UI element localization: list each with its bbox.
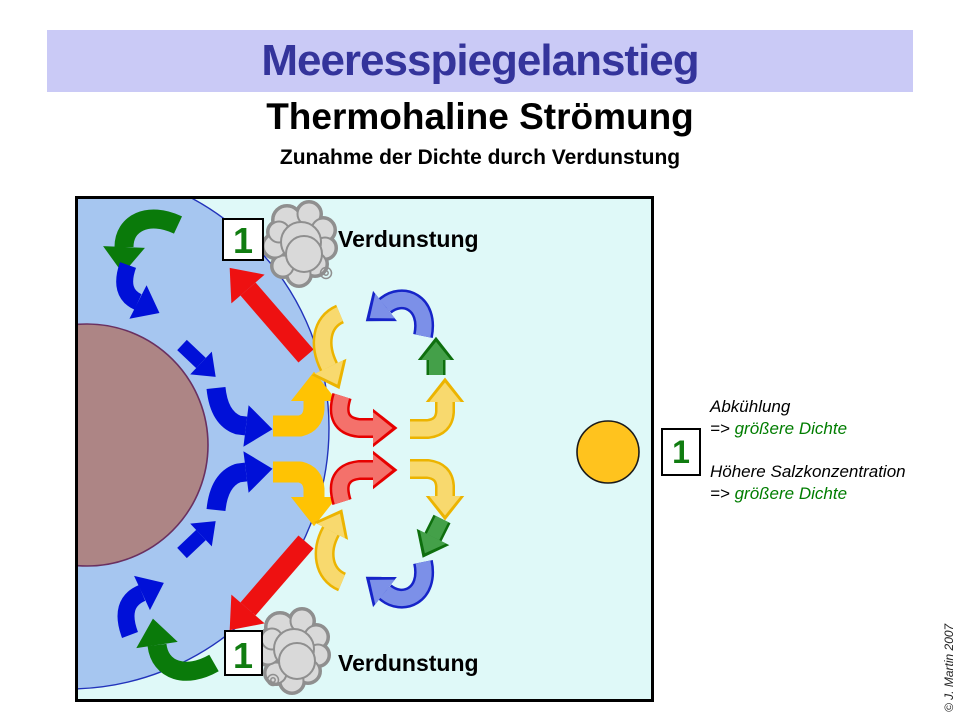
sun-icon: [576, 420, 640, 484]
blue-hook-arrow-top: [116, 262, 160, 319]
legend-item-effect-line: => größere Dichte: [710, 419, 848, 438]
green-hook-arrow-bottom: [136, 618, 219, 681]
svg-text:1: 1: [233, 635, 253, 676]
marker-box-top: 1: [222, 218, 264, 261]
blue-elbow-arrow-top: [206, 386, 273, 447]
loop-yellow-right-arrow-upper: [410, 377, 465, 439]
evaporation-cloud-icon-top: [261, 200, 338, 288]
yellow-elbow-arrow-bottom: [273, 461, 338, 527]
banner: Meeresspiegelanstieg: [47, 30, 913, 92]
blue-hook-arrow-bottom: [117, 575, 164, 638]
thermohaline-diagram: 1 1 Verdunstung Verdunstung: [75, 196, 654, 702]
copyright-note: © J. Martin 2007: [942, 623, 956, 712]
loop-yellow-left-arrow-lower: [313, 509, 349, 592]
loop-green-arrow-upper: [417, 336, 455, 375]
legend-item-title: Abkühlung: [710, 397, 791, 416]
legend-item-salt: Höhere Salzkonzentration => größere Dich…: [710, 461, 950, 505]
marker-digit-right: 1: [672, 433, 690, 470]
evaporation-label-bottom: Verdunstung: [338, 650, 479, 676]
evaporation-cloud-icon-bottom: [254, 607, 331, 695]
legend: Abkühlung => größere Dichte Höhere Salzk…: [710, 396, 950, 526]
marker-box-bottom: 1: [224, 630, 263, 676]
legend-item-title: Höhere Salzkonzentration: [710, 462, 906, 481]
page-title: Meeresspiegelanstieg: [261, 36, 699, 85]
slide-subtitle: Thermohaline Strömung: [266, 96, 694, 137]
loop-red-arrow-upper: [329, 393, 398, 448]
legend-item-cooling: Abkühlung => größere Dichte: [710, 396, 950, 440]
marker-box-right: 1: [661, 428, 701, 476]
slide-caption: Zunahme der Dichte durch Verdunstung: [279, 146, 681, 169]
legend-effect-text: größere Dichte: [734, 484, 848, 503]
red-rising-arrow-top: [229, 267, 314, 363]
loop-yellow-right-arrow-lower: [410, 459, 465, 521]
loop-blue-arrow-upper: [365, 289, 435, 339]
landmass-circle: [78, 323, 209, 567]
legend-item-effect-line: => größere Dichte: [710, 484, 848, 503]
loop-red-arrow-lower: [329, 450, 398, 505]
svg-text:1: 1: [233, 220, 253, 261]
circulation-arrows: [103, 209, 465, 681]
small-blue-arrow-bottom: [177, 521, 216, 559]
small-blue-arrow-top: [177, 339, 216, 377]
red-sinking-arrow-bottom: [229, 535, 314, 631]
legend-effect-text: größere Dichte: [734, 419, 848, 438]
loop-green-arrow-lower: [416, 514, 451, 558]
yellow-elbow-arrow-top: [273, 371, 338, 437]
loop-yellow-left-arrow-upper: [311, 304, 347, 390]
green-hook-arrow-top: [103, 209, 183, 274]
evaporation-label-top: Verdunstung: [338, 226, 479, 252]
loop-blue-arrow-lower: [365, 559, 435, 609]
blue-elbow-arrow-bottom: [206, 451, 273, 512]
